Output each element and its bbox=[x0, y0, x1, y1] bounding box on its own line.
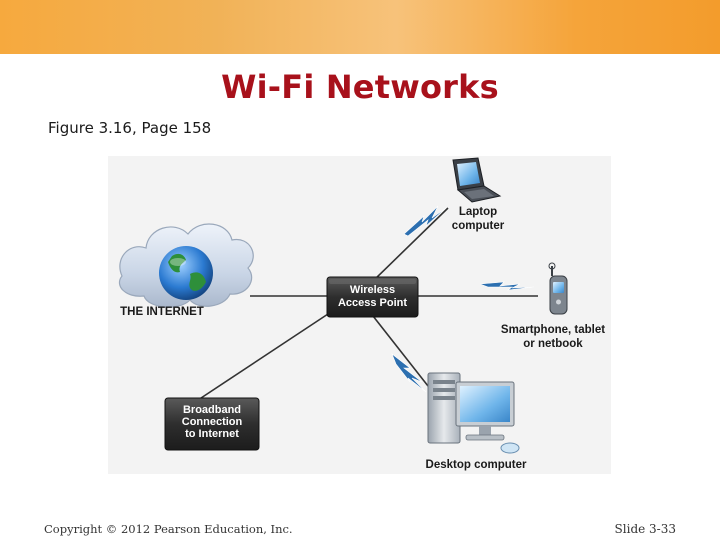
access-point-box bbox=[326, 276, 419, 318]
broadband-box bbox=[164, 397, 260, 451]
internet-label: THE INTERNET bbox=[120, 306, 204, 318]
slide-title: Wi-Fi Networks bbox=[221, 68, 499, 106]
top-orange-band bbox=[0, 0, 720, 54]
smartphone-label-line1: Smartphone, tablet bbox=[501, 324, 605, 336]
smartphone-label-line2: or netbook bbox=[523, 338, 583, 350]
broadband-label-line3: to Internet bbox=[185, 428, 239, 440]
access-point-label-line2: Access Point bbox=[338, 297, 407, 309]
broadband-label-line2: Connection bbox=[182, 416, 243, 428]
connection-lines bbox=[197, 207, 538, 401]
wifi-signal-icon-laptop bbox=[403, 205, 447, 237]
wifi-signal-icon-smartphone bbox=[479, 281, 535, 291]
laptop-icon bbox=[452, 157, 502, 203]
wifi-network-diagram: THE INTERNET Wireless Access Point Broad… bbox=[108, 156, 611, 474]
access-point-label-line1: Wireless bbox=[350, 284, 395, 296]
laptop-label-line1: Laptop bbox=[459, 206, 497, 218]
desktop-label: Desktop computer bbox=[426, 459, 527, 471]
wifi-signal-icon-desktop bbox=[391, 353, 427, 393]
broadband-label-line1: Broadband bbox=[183, 404, 241, 416]
slide-number: Slide 3-33 bbox=[614, 522, 676, 536]
desktop-computer-icon bbox=[427, 372, 520, 454]
globe-icon bbox=[159, 246, 213, 300]
figure-reference: Figure 3.16, Page 158 bbox=[48, 119, 212, 137]
smartphone-icon bbox=[548, 262, 568, 315]
copyright-notice: Copyright © 2012 Pearson Education, Inc. bbox=[44, 522, 293, 536]
laptop-label-line2: computer bbox=[452, 220, 505, 232]
